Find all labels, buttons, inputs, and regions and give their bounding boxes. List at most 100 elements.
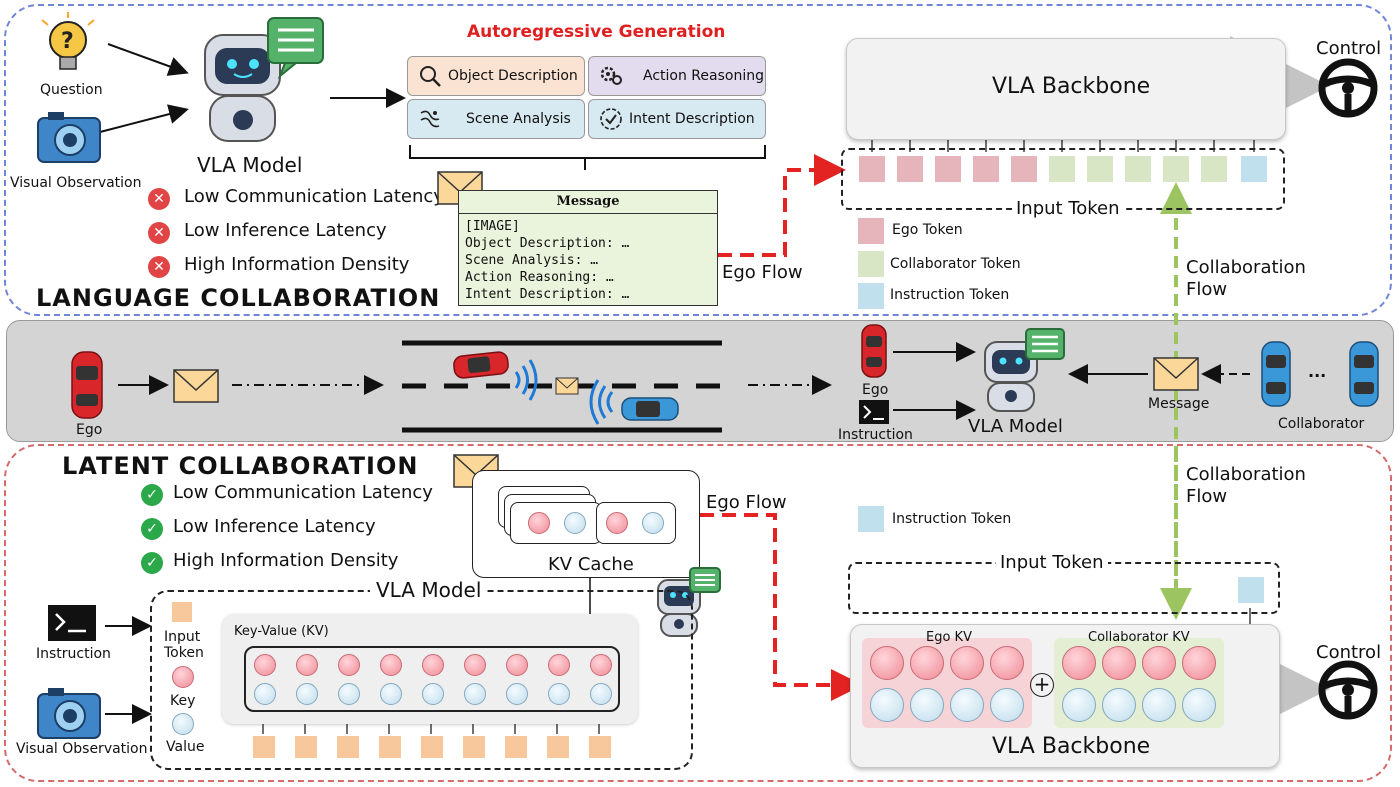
check-icon: ✓: [141, 484, 163, 506]
collaborator-token: [1049, 156, 1075, 182]
latent-collaboration-title: LATENT COLLABORATION: [62, 452, 419, 480]
plus-icon: +: [1030, 673, 1054, 697]
collaboration-flow-label-top: Collaboration Flow: [1186, 257, 1306, 300]
vla-model-label-bottom: VLA Model: [370, 578, 488, 602]
control-label-bottom: Control: [1316, 642, 1382, 663]
collaboration-flow-label-bottom: Collaboration Flow: [1186, 464, 1306, 507]
ego-token: [1011, 156, 1037, 182]
con-information-density: High Information Density: [184, 254, 410, 275]
gen-action-reasoning: Action Reasoning: [588, 56, 766, 96]
key-ball: [338, 654, 360, 676]
value-ball: [548, 683, 570, 705]
legend-collaborator-token: Collaborator Token: [890, 256, 1021, 272]
legend-instruction-swatch: [858, 283, 884, 309]
collaborator-kv-label: Collaborator KV: [1088, 630, 1190, 645]
message-line: Scene Analysis: …: [465, 253, 599, 268]
key-value-grid: [244, 646, 620, 712]
key-ball: [296, 654, 318, 676]
key-ball: [606, 512, 628, 534]
legend-instruction-swatch-bottom: [858, 506, 884, 532]
cross-icon: ✕: [148, 256, 170, 278]
input-token-label-bottom: Input Token: [996, 552, 1108, 573]
input-token: [505, 736, 527, 758]
gear-icon: [600, 66, 622, 85]
legend-ego-swatch: [858, 218, 884, 244]
check-icon: ✓: [141, 552, 163, 574]
ego-token: [935, 156, 961, 182]
magnifier-icon: [420, 66, 441, 87]
check-icon: ✓: [141, 518, 163, 540]
vla-backbone-top: [846, 38, 1286, 140]
input-token: [463, 736, 485, 758]
con-inference-latency: Low Inference Latency: [184, 220, 387, 241]
key-ball: [380, 654, 402, 676]
value-ball: [990, 688, 1024, 722]
legend-key-swatch: [172, 666, 194, 688]
value-ball: [642, 512, 664, 534]
pro-inference-latency: Low Inference Latency: [173, 516, 376, 537]
kv-cache-label: KV Cache: [548, 554, 634, 575]
value-ball: [1182, 688, 1216, 722]
value-ball: [950, 688, 984, 722]
value-ball: [1142, 688, 1176, 722]
visual-observation-label: Visual Observation: [10, 175, 142, 191]
vla-model-label-middle: VLA Model: [968, 416, 1063, 437]
legend-collaborator-swatch: [858, 251, 884, 277]
ego-label-right: Ego: [862, 382, 889, 398]
input-token: [337, 736, 359, 758]
key-value-title: Key-Value (KV): [234, 624, 329, 639]
key-ball: [870, 646, 904, 680]
collaborator-token: [1201, 156, 1227, 182]
key-ball: [1102, 646, 1136, 680]
value-ball: [590, 683, 612, 705]
message-line: Object Description: …: [465, 236, 630, 251]
target-check-icon: [600, 108, 622, 130]
key-ball: [422, 654, 444, 676]
red-car-road: [453, 351, 509, 379]
vla-model-label-top: VLA Model: [197, 153, 303, 177]
legend-input-token: Input Token: [164, 629, 204, 661]
gen-item-label: Scene Analysis: [466, 111, 571, 127]
input-token: [295, 736, 317, 758]
vla-backbone-label-bottom: VLA Backbone: [992, 734, 1151, 759]
message-label-middle: Message: [1148, 396, 1210, 412]
value-ball: [910, 688, 944, 722]
instruction-token-label-bottom: Instruction Token: [892, 511, 1012, 527]
input-token: [253, 736, 275, 758]
input-token: [589, 736, 611, 758]
value-ball: [464, 683, 486, 705]
legend-ego-token: Ego Token: [892, 222, 963, 238]
key-ball: [548, 654, 570, 676]
value-ball: [564, 512, 586, 534]
value-ball: [506, 683, 528, 705]
key-ball: [1142, 646, 1176, 680]
input-token: [421, 736, 443, 758]
cross-icon: ✕: [148, 188, 170, 210]
key-ball: [254, 654, 276, 676]
value-ball: [254, 683, 276, 705]
visual-observation-label-bottom: Visual Observation: [16, 741, 148, 757]
cross-icon: ✕: [148, 222, 170, 244]
key-ball: [528, 512, 550, 534]
gen-item-label: Object Description: [448, 68, 578, 84]
instruction-token: [1241, 156, 1267, 182]
autoregressive-generation-title: Autoregressive Generation: [467, 22, 726, 42]
key-ball: [990, 646, 1024, 680]
instruction-token: [1238, 577, 1264, 603]
key-ball: [910, 646, 944, 680]
value-ball: [1062, 688, 1096, 722]
ego-token: [973, 156, 999, 182]
